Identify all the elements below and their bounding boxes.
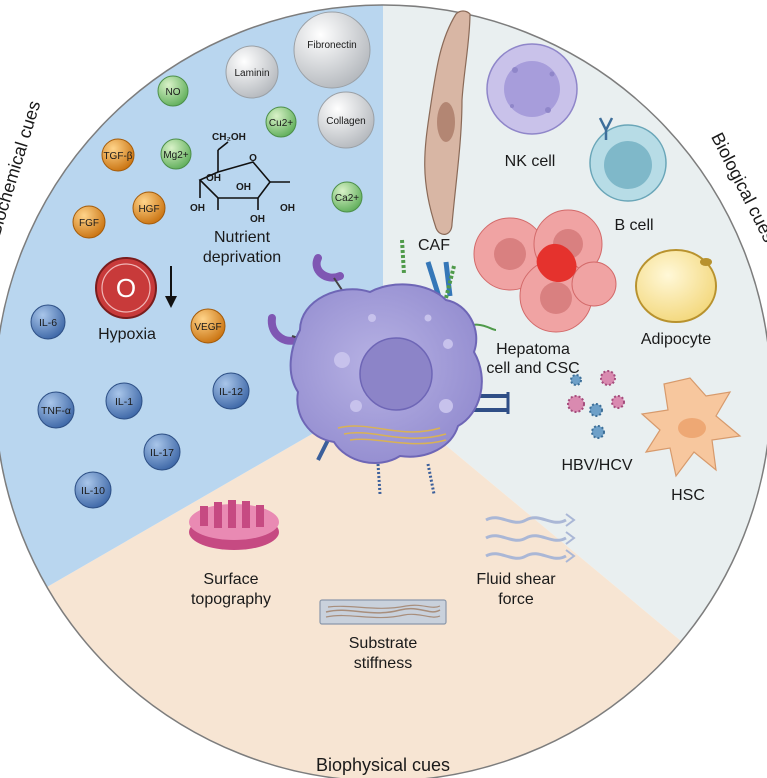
hsc-label: HSC <box>671 487 705 504</box>
svg-text:TGF-β: TGF-β <box>103 151 132 162</box>
svg-text:Cu2+: Cu2+ <box>269 118 293 129</box>
fibronectin-bubble: Fibronectin <box>293 11 371 89</box>
biochemical-sector <box>0 5 383 587</box>
down-arrow-icon <box>165 266 177 308</box>
svg-text:OH: OH <box>250 214 265 225</box>
nk-cell-label: NK cell <box>505 153 556 170</box>
outer-ring <box>0 4 767 778</box>
caf-cell-icon <box>424 10 471 235</box>
virus-icon <box>567 370 625 439</box>
svg-text:IL-17: IL-17 <box>150 447 174 459</box>
svg-text:HGF: HGF <box>138 204 159 215</box>
svg-text:OH: OH <box>236 182 251 193</box>
substrate-stiffness-icon <box>319 599 447 625</box>
svg-text:Mg2+: Mg2+ <box>163 150 188 161</box>
collagen-bubble: Collagen <box>317 91 375 149</box>
b-cell-label: B cell <box>614 217 653 234</box>
svg-text:FGF: FGF <box>79 218 99 229</box>
svg-text:O: O <box>116 273 136 303</box>
svg-text:NO: NO <box>166 87 181 98</box>
nk-cell-icon <box>486 43 578 135</box>
virus-label: HBV/HCV <box>561 457 632 474</box>
adipocyte-label: Adipocyte <box>641 331 711 348</box>
glucose-labels: CH₂OH O OH OH OH OH OH <box>190 132 295 225</box>
nutrient-label-line2: deprivation <box>203 249 281 266</box>
svg-text:OH: OH <box>190 203 205 214</box>
hepatoma-cluster-icon <box>473 209 617 333</box>
no-bubble: NO <box>157 75 189 107</box>
fluid-label-line1: Fluid shear <box>476 571 556 588</box>
svg-text:IL-1: IL-1 <box>115 396 133 408</box>
fluid-shear-icon <box>485 513 576 563</box>
ca-bubble: Ca2+ <box>331 181 363 213</box>
svg-text:O: O <box>249 153 257 164</box>
svg-text:OH: OH <box>280 203 295 214</box>
surface-topography-icon <box>189 500 279 550</box>
svg-text:IL-12: IL-12 <box>219 386 243 398</box>
svg-text:IL-10: IL-10 <box>81 485 105 497</box>
hepatoma-label-line1: Hepatoma <box>496 341 570 358</box>
hgf-bubble: HGF <box>132 191 166 225</box>
surface-label-line1: Surface <box>203 571 258 588</box>
glucose-structure <box>198 141 290 210</box>
svg-text:TNF-α: TNF-α <box>41 405 71 417</box>
substrate-label-line1: Substrate <box>349 635 418 652</box>
svg-text:OH: OH <box>206 173 221 184</box>
mg-bubble: Mg2+ <box>160 138 192 170</box>
svg-text:IL-6: IL-6 <box>39 317 57 329</box>
il6-bubble: IL-6 <box>30 304 66 340</box>
hsc-cell-icon <box>640 377 742 478</box>
caf-label: CAF <box>418 237 450 254</box>
svg-text:Collagen: Collagen <box>326 116 365 127</box>
adipocyte-icon <box>635 249 717 323</box>
fgf-bubble: FGF <box>72 205 106 239</box>
svg-text:Fibronectin: Fibronectin <box>307 40 356 51</box>
il12-bubble: IL-12 <box>212 372 250 410</box>
il1-bubble: IL-1 <box>105 382 143 420</box>
fluid-label-line2: force <box>498 591 534 608</box>
svg-text:Ca2+: Ca2+ <box>335 193 359 204</box>
biophysical-sector <box>47 393 681 778</box>
laminin-bubble: Laminin <box>225 45 279 99</box>
il10-bubble: IL-10 <box>74 471 112 509</box>
svg-text:CH₂OH: CH₂OH <box>212 132 246 143</box>
b-cell-icon <box>589 117 667 202</box>
substrate-label-line2: stiffness <box>354 655 412 672</box>
svg-text:Laminin: Laminin <box>234 68 269 79</box>
central-cell-icon <box>289 283 483 464</box>
tgf-beta-bubble: TGF-β <box>101 138 135 172</box>
oxygen-icon: O <box>95 257 157 319</box>
vegf-bubble: VEGF <box>190 308 226 344</box>
biophysical-title: Biophysical cues <box>316 755 450 775</box>
cu-bubble: Cu2+ <box>265 106 297 138</box>
hepatoma-label-line2: cell and CSC <box>486 360 579 377</box>
il17-bubble: IL-17 <box>143 433 181 471</box>
tnf-alpha-bubble: TNF-α <box>37 391 75 429</box>
surface-label-line2: topography <box>191 591 271 608</box>
nutrient-label-line1: Nutrient <box>214 229 271 246</box>
hypoxia-label: Hypoxia <box>98 326 156 343</box>
svg-text:VEGF: VEGF <box>194 322 221 333</box>
